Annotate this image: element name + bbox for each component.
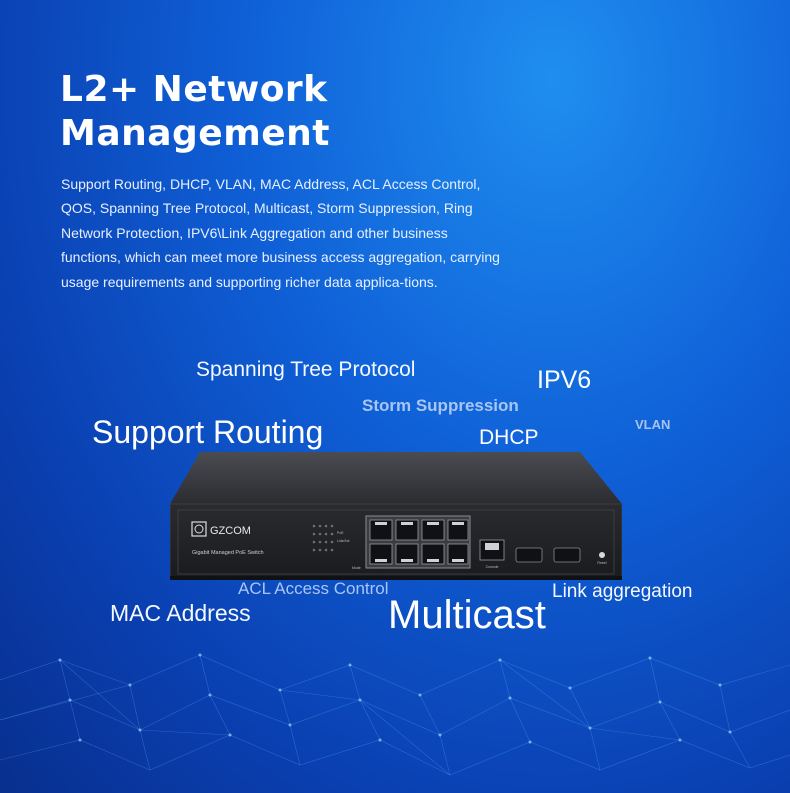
brand-logo-icon (191, 521, 207, 537)
reset-button (599, 552, 605, 558)
keyword-spanning-tree: Spanning Tree Protocol (196, 358, 416, 381)
network-mesh-background (0, 653, 790, 776)
keyword-link-aggregation: Link aggregation (552, 581, 693, 602)
network-switch-image: GZCOM Gigabit Managed PoE Switch PoE Lin… (170, 452, 622, 580)
sfp-port-1 (515, 547, 543, 563)
page-title: L2+ Network Management (60, 68, 460, 156)
console-label: Console (486, 565, 499, 569)
brand-name: GZCOM (210, 525, 251, 537)
title-line-2: Management (60, 113, 330, 154)
keyword-vlan: VLAN (635, 417, 671, 432)
mode-label: Mode (352, 566, 361, 570)
reset-label: Reset (597, 561, 606, 565)
keyword-mac-address: MAC Address (110, 600, 251, 626)
keyword-support-routing: Support Routing (92, 414, 324, 450)
sfp-port-2 (553, 547, 581, 563)
keyword-ipv6: IPV6 (537, 366, 592, 394)
feature-description: Support Routing, DHCP, VLAN, MAC Address… (61, 176, 500, 290)
keyword-multicast: Multicast (388, 593, 546, 637)
keyword-acl: ACL Access Control (238, 579, 389, 598)
model-label: Gigabit Managed PoE Switch (192, 550, 264, 556)
title-line-1: L2+ Network (60, 69, 328, 110)
keyword-storm-suppression: Storm Suppression (362, 396, 519, 415)
led-label-link: Link/Act (337, 539, 349, 543)
keyword-dhcp: DHCP (479, 426, 539, 449)
led-label-poe: PoE (337, 531, 344, 535)
